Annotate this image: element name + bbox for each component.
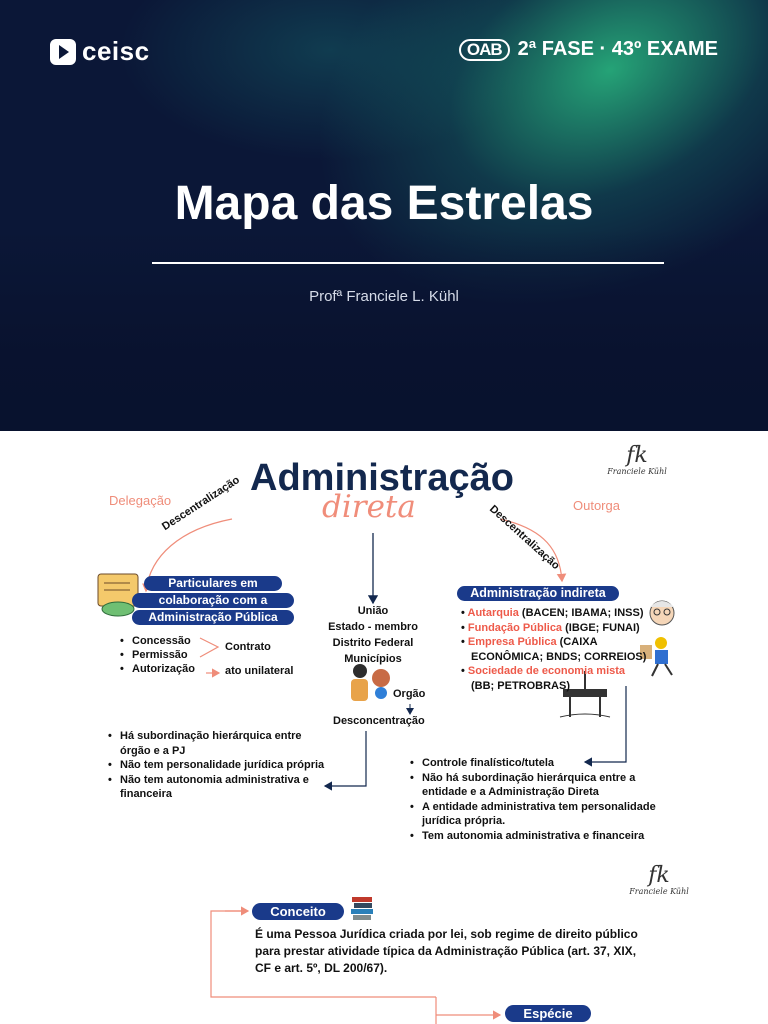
list-item: Permissão (118, 648, 195, 662)
particulares-pill-line3: Administração Pública (132, 610, 294, 625)
entity-uniao: União (357, 605, 389, 617)
desconcentracao-label: Desconcentração (333, 715, 425, 727)
list-item: A entidade administrativa tem personalid… (408, 800, 678, 829)
brand-name: Franciele Kühl (607, 467, 667, 476)
indireta-features-list: Controle finalístico/tutela Não há subor… (408, 756, 678, 843)
platform-illustration (559, 671, 611, 718)
indireta-item-cont: ECONÔMICA; BNDS; CORREIOS) (471, 650, 647, 663)
cover-shade (0, 230, 768, 431)
brand-initials: fk (648, 863, 670, 888)
indireta-item: • Sociedade de economia mista (461, 665, 626, 677)
ato-unilateral-label: ato unilateral (225, 665, 294, 677)
particulares-pill-line1: Particulares em (144, 576, 282, 591)
map-heading: Administração (250, 457, 514, 499)
especie-pill: Espécie (505, 1005, 591, 1022)
desconcentracao-connector (323, 731, 367, 791)
runner-illustration (640, 637, 673, 677)
page-title: Mapa das Estrelas (174, 177, 594, 230)
indireta-item: • Autarquia (BACEN; IBAMA; INSS) (461, 607, 644, 619)
contrato-brace (199, 637, 220, 658)
particulares-list: Concessão Permissão Autorização (118, 634, 195, 676)
list-item: Autorização (118, 662, 195, 676)
right-arc (499, 518, 567, 583)
indireta-item: • Empresa Pública (CAIXA (461, 636, 598, 648)
list-item: Não tem autonomia administrativa e finan… (106, 773, 328, 802)
brand-name: Franciele Kühl (629, 887, 689, 896)
list-item: Não há subordinação hierárquica entre a … (408, 771, 678, 800)
entity-estado: Estado - membro (328, 621, 418, 633)
ceisc-logo[interactable]: ceisc (50, 36, 150, 67)
cover-banner: ceisc OAB 2ª FASE · 43º EXAME Mapa das E… (0, 0, 768, 431)
list-item: Controle finalístico/tutela (408, 756, 678, 771)
connector-lines (97, 518, 675, 1024)
books-illustration (351, 897, 373, 920)
outorga-label: Outorga (573, 498, 620, 513)
logo-text: ceisc (82, 36, 150, 66)
exam-text: 2ª FASE · 43º EXAME (517, 38, 718, 60)
conceito-text: É uma Pessoa Jurídica criada por lei, so… (255, 927, 638, 975)
indireta-connector (583, 686, 627, 767)
contrato-label: Contrato (225, 641, 271, 653)
indireta-list: • Autarquia (BACEN; IBAMA; INSS) • Funda… (461, 606, 646, 693)
title-divider (152, 262, 664, 264)
map-heading-sub: direta (322, 489, 416, 525)
entities-block: União Estado - membro Distrito Federal M… (318, 603, 428, 667)
entity-municipios: Municípios (344, 653, 402, 665)
brand-signature-bottom: fk Franciele Kühl (626, 863, 692, 897)
indireta-item-cont: (BB; PETROBRAS) (471, 679, 570, 692)
handshake-illustration (97, 573, 139, 617)
conceito-pill: Conceito (252, 903, 344, 920)
indireta-item: • Fundação Pública (IBGE; FUNAI) (461, 621, 640, 634)
mind-map: Administração direta fk Franciele Kühl f… (0, 431, 768, 1024)
list-item: Tem autonomia administrativa e financeir… (408, 829, 678, 844)
list-item: Não tem personalidade jurídica própria (106, 758, 328, 773)
delegacao-label: Delegação (109, 493, 172, 508)
entity-df: Distrito Federal (332, 637, 414, 649)
list-item: Há subordinação hierárquica entre órgão … (106, 729, 328, 758)
particulares-pill-line2: colaboração com a (132, 593, 294, 608)
brand-initials: fk (626, 443, 648, 468)
author-name: Profª Franciele L. Kühl (309, 288, 459, 305)
exam-badge: OAB 2ª FASE · 43º EXAME (458, 38, 718, 61)
indireta-pill: Administração indireta (457, 586, 619, 601)
brand-signature-top: fk Franciele Kühl (604, 443, 670, 477)
worker-illustration (351, 664, 390, 701)
elder-illustration (649, 600, 675, 626)
oab-icon: OAB (458, 38, 510, 61)
list-item: Concessão (118, 634, 195, 648)
orgao-label: Orgão (393, 688, 426, 700)
play-icon (50, 38, 76, 65)
direta-features-list: Há subordinação hierárquica entre órgão … (106, 729, 328, 802)
